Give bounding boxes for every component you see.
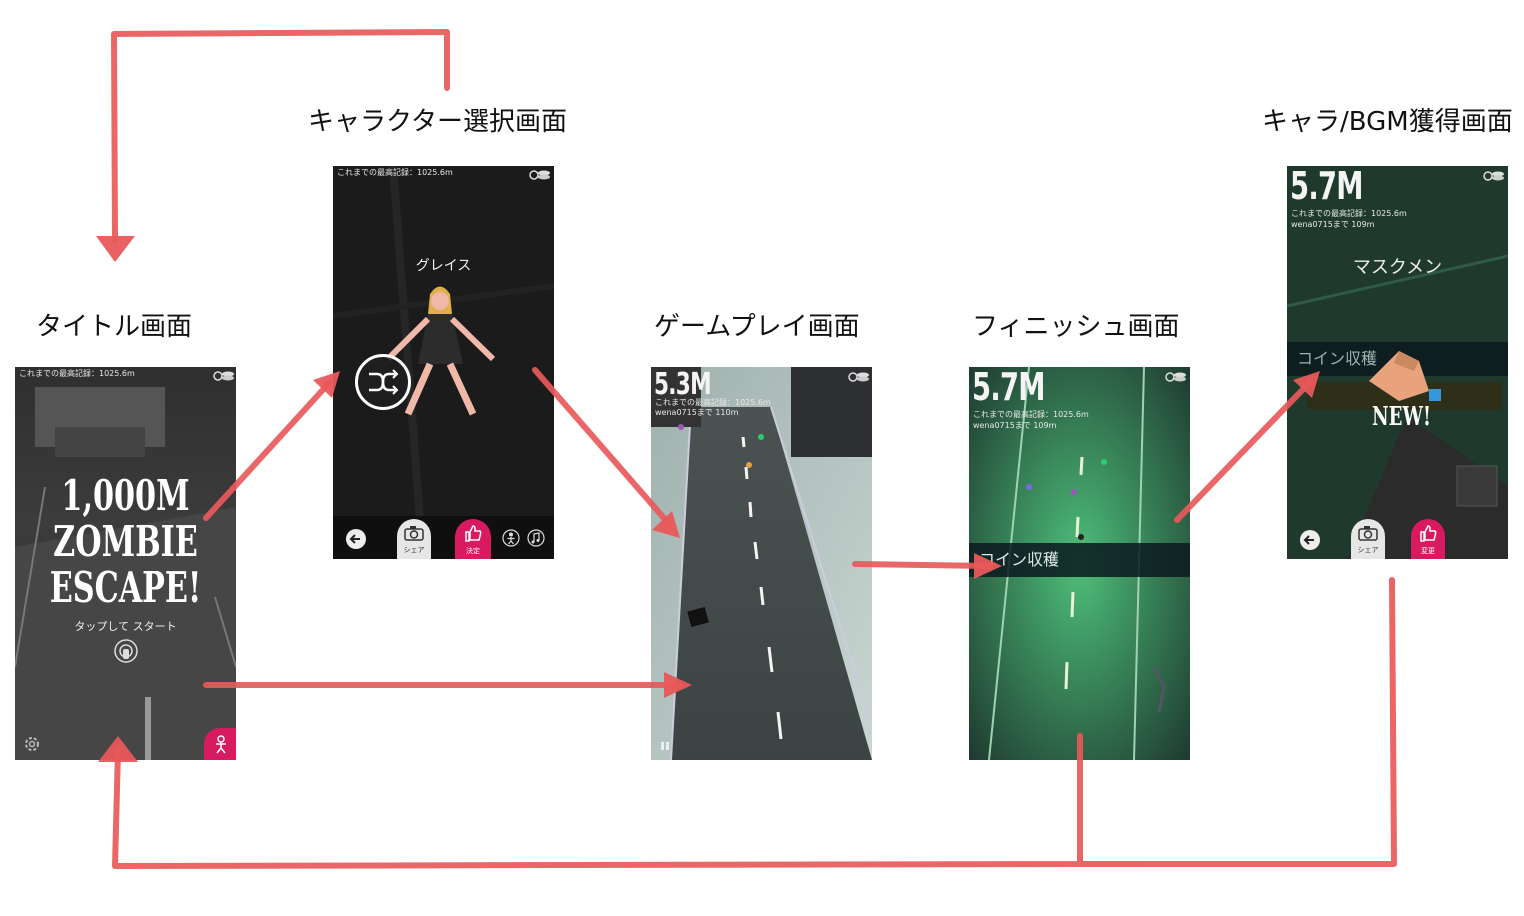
- logo-line-1: 1,000M: [61, 471, 190, 520]
- arrowhead-down-title: [96, 236, 135, 262]
- coin-stack-icon: [213, 371, 234, 381]
- unlock-shot[interactable]: 5.7M これまでの最高記録：1025.6m wena0715まで 109m マ…: [1287, 166, 1508, 559]
- music-icon[interactable]: [527, 529, 545, 547]
- label-character-select: キャラクター選択画面: [308, 107, 567, 137]
- coin-stack-icon: [1165, 372, 1186, 382]
- shuffle-icon: [369, 369, 399, 395]
- pause-icon[interactable]: [661, 739, 671, 749]
- label-title-screen: タイトル画面: [36, 312, 193, 342]
- change-label: 変更: [1421, 547, 1435, 555]
- thumbs-up-icon: [465, 525, 482, 542]
- distance-display: 5.7M: [972, 367, 1046, 409]
- label-finish: フィニッシュ画面: [972, 312, 1180, 342]
- coin-stack-icon: [529, 170, 550, 180]
- game-logo: 1,000M ZOMBIE ESCAPE!: [15, 473, 236, 611]
- unlocked-character-figure: [1369, 351, 1441, 401]
- share-label: シェア: [403, 546, 425, 554]
- rival-distance-text: wena0715まで 109m: [973, 421, 1057, 430]
- tap-icon[interactable]: [112, 637, 140, 665]
- title-background-scene: [15, 387, 236, 760]
- thumbs-up-icon: [1420, 525, 1437, 542]
- logo-line-3: ESCAPE!: [49, 563, 202, 612]
- character-icon[interactable]: [502, 529, 520, 547]
- rival-distance-text: wena0715まで 110m: [655, 408, 739, 417]
- share-button[interactable]: シェア: [1351, 519, 1385, 559]
- gameplay-scene: [651, 367, 872, 760]
- coin-harvest-banner[interactable]: コイン収穫: [969, 543, 1190, 577]
- title-screen-shot[interactable]: これまでの最高記録：1025.6m 1,000M ZOMBIE ESCAPE! …: [15, 367, 236, 760]
- settings-icon[interactable]: [23, 735, 41, 753]
- back-arrow-icon[interactable]: [345, 528, 367, 550]
- best-record-text: これまでの最高記録：1025.6m: [973, 410, 1089, 419]
- best-record-text: これまでの最高記録：1025.6m: [19, 369, 135, 378]
- character-name: グレイス: [415, 258, 472, 274]
- unlocked-character-name: マスクメン: [1352, 257, 1443, 278]
- label-gameplay: ゲームプレイ画面: [654, 312, 860, 342]
- new-badge: NEW!: [1372, 402, 1431, 432]
- distance-display: 5.7M: [1290, 166, 1364, 208]
- share-label: シェア: [1357, 546, 1379, 554]
- decide-label: 決定: [466, 547, 480, 555]
- shuffle-button[interactable]: [355, 354, 411, 410]
- coin-stack-icon: [848, 372, 869, 382]
- change-button[interactable]: 変更: [1411, 519, 1445, 559]
- character-figure: [385, 286, 496, 416]
- camera-icon: [1358, 526, 1378, 541]
- label-unlock: キャラ/BGM獲得画面: [1262, 107, 1513, 137]
- share-button[interactable]: シェア: [397, 519, 431, 559]
- best-record-text: これまでの最高記録：1025.6m: [337, 168, 453, 177]
- decide-button[interactable]: 決定: [455, 519, 491, 559]
- character-icon: [216, 735, 226, 754]
- arrow-finish-to-title: [112, 733, 1083, 869]
- back-arrow-icon[interactable]: [1299, 529, 1321, 551]
- character-select-button[interactable]: [204, 728, 236, 760]
- camera-icon: [404, 526, 424, 541]
- tap-to-start-text: タップして スタート: [74, 620, 177, 633]
- rival-distance-text: wena0715まで 109m: [1291, 220, 1375, 229]
- best-record-text: これまでの最高記録：1025.6m: [1291, 209, 1407, 218]
- coin-stack-icon: [1483, 171, 1504, 181]
- distance-display: 5.3M: [654, 367, 712, 402]
- arrow-select-to-gameplay: [532, 367, 673, 528]
- best-record-text: これまでの最高記録：1025.6m: [655, 398, 771, 407]
- logo-line-2: ZOMBIE: [53, 517, 198, 566]
- finish-shot[interactable]: 5.7M これまでの最高記録：1025.6m wena0715まで 109m コ…: [969, 367, 1190, 760]
- character-select-shot[interactable]: これまでの最高記録：1025.6m グレイス シェア 決定: [333, 166, 554, 559]
- gameplay-shot[interactable]: 5.3M これまでの最高記録：1025.6m wena0715まで 110m: [651, 367, 872, 760]
